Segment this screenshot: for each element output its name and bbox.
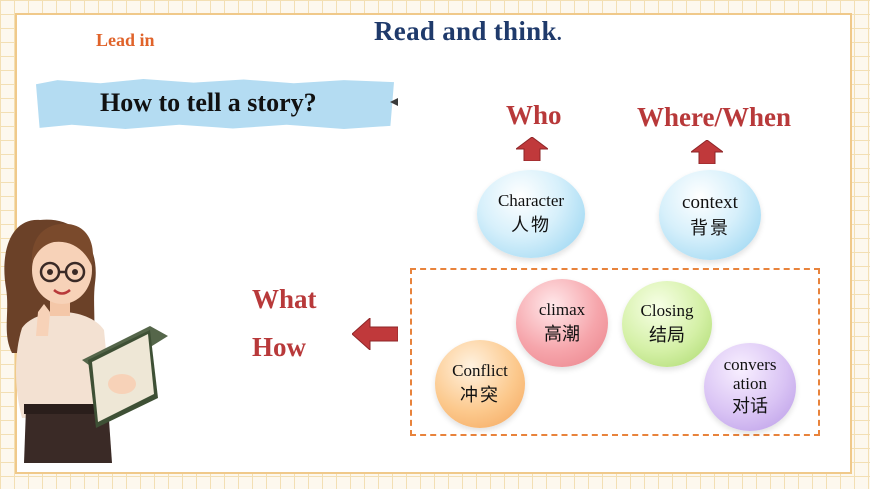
character-zh: 人物 (511, 215, 551, 236)
conversation-en-2: ation (733, 373, 767, 393)
page-title: Read and think. (374, 16, 562, 47)
climax-en: climax (538, 300, 586, 320)
question-banner (36, 79, 394, 129)
teacher-illustration (4, 219, 168, 463)
what-label: What (252, 284, 317, 314)
conflict-zh: 冲突 (460, 385, 500, 406)
conversation-circle: convers ation 对话 (704, 343, 796, 431)
arrow-up-icon (691, 140, 723, 164)
how-label: How (252, 332, 306, 362)
closing-zh: 结局 (649, 325, 685, 346)
arrow-left-icon (390, 98, 398, 106)
closing-circle: Closing 结局 (622, 281, 712, 367)
banner-question: How to tell a story? (100, 88, 317, 117)
climax-zh: 高潮 (544, 324, 580, 345)
arrow-up-icon (516, 137, 548, 161)
arrow-left-icon (352, 318, 398, 350)
character-circle: Character 人物 (477, 170, 585, 258)
who-label: Who (506, 100, 562, 130)
title-suffix: . (556, 23, 563, 45)
conflict-circle: Conflict 冲突 (435, 340, 525, 428)
title-text: Read and think (374, 16, 557, 46)
context-zh: 背景 (690, 217, 730, 238)
conversation-zh: 对话 (732, 395, 768, 416)
conflict-en: Conflict (452, 361, 508, 381)
conversation-en-1: convers (723, 355, 777, 375)
context-circle: context 背景 (659, 170, 761, 260)
context-en: context (682, 192, 738, 214)
closing-en: Closing (640, 301, 694, 321)
character-en: Character (497, 191, 565, 211)
where-when-label: Where/When (637, 102, 791, 132)
story-elements-box (410, 268, 820, 436)
section-label: Lead in (96, 30, 155, 50)
climax-circle: climax 高潮 (516, 279, 608, 367)
